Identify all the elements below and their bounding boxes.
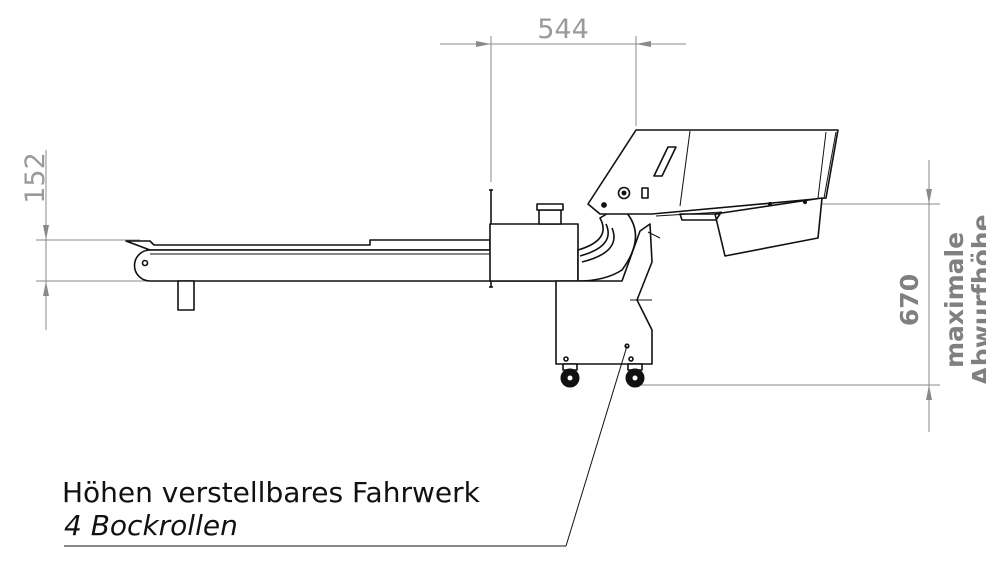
dimension-height-152: 152 <box>20 150 176 330</box>
dimension-height-670: 670 maximale Abwurfhöhe <box>636 160 986 432</box>
dimension-label-152: 152 <box>20 152 51 204</box>
hopper-section <box>489 203 637 282</box>
callout-leader <box>64 345 628 547</box>
caster-left <box>560 356 580 388</box>
callout-text-line2: 4 Bockrollen <box>64 509 238 542</box>
dimension-caption-line1: maximale <box>940 232 969 368</box>
dimension-label-670: 670 <box>895 274 924 326</box>
caster-right <box>625 356 645 388</box>
conveyor-belt <box>125 239 579 311</box>
callout-text-line1: Höhen verstellbares Fahrwerk <box>62 476 481 509</box>
undercarriage <box>555 223 661 365</box>
dimension-label-544: 544 <box>537 14 589 45</box>
dimension-width-544: 544 <box>440 14 686 182</box>
dimension-caption-line2: Abwurfhöhe <box>967 214 986 385</box>
discharge-head <box>587 129 839 257</box>
